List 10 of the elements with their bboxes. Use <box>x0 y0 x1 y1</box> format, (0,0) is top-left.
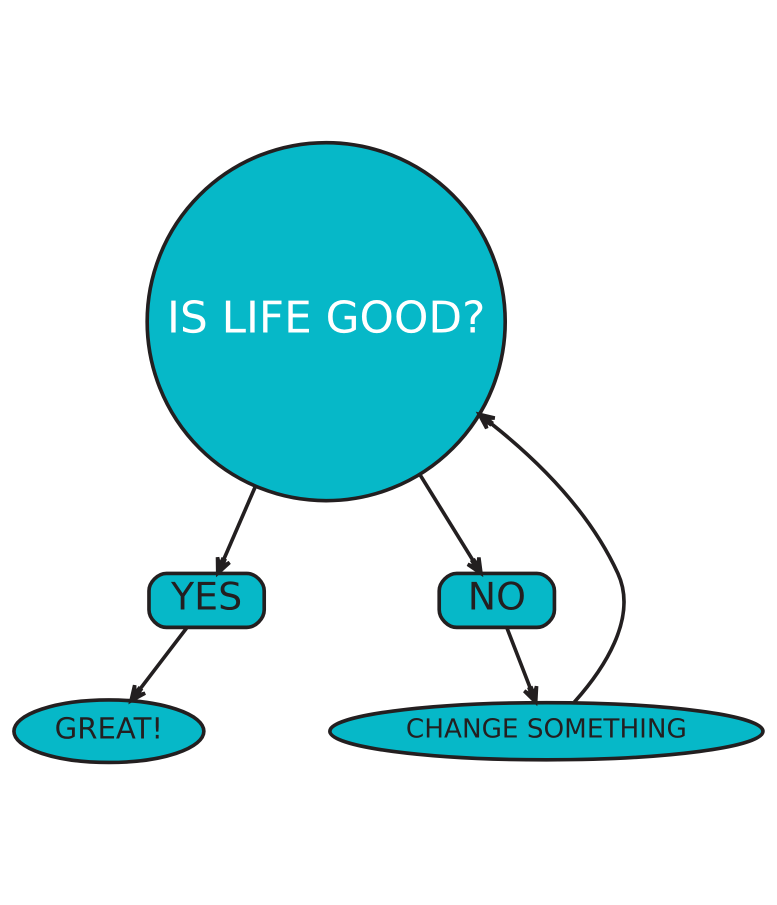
arrow <box>129 626 188 703</box>
arrow <box>418 473 483 576</box>
node-box: YES <box>147 572 266 630</box>
arrow <box>216 486 258 576</box>
node-circle: IS LIFE GOOD? <box>145 140 508 502</box>
node-ellipse: CHANGE SOMETHING <box>328 700 765 762</box>
node-box: NO <box>437 572 556 630</box>
arrow <box>477 412 626 704</box>
node-ellipse: GREAT! <box>12 698 206 764</box>
arrow <box>505 627 538 704</box>
